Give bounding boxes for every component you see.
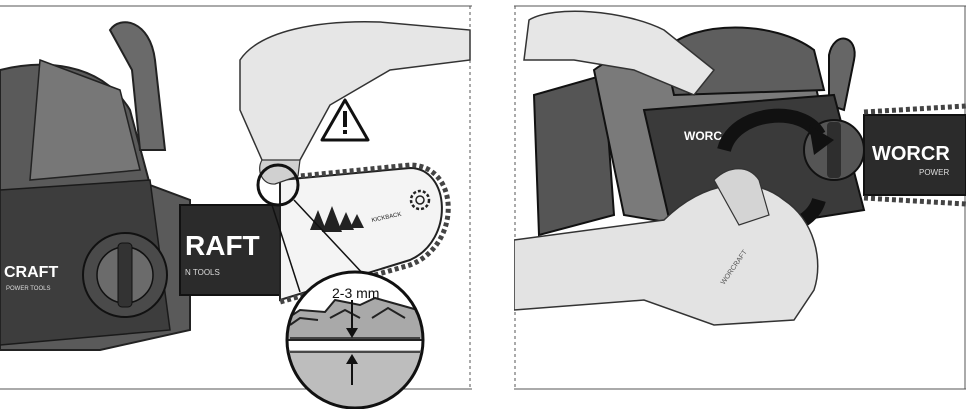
left-illustration: RAFT N TOOLS CRAFT POWER TOOLS KICKBACK (0, 0, 472, 409)
left-panel-chain-tension: RAFT N TOOLS CRAFT POWER TOOLS KICKBACK (0, 0, 472, 409)
right-panel-knob-turn: WORC WORCR POWER WORCRAFT (514, 0, 966, 409)
body-brand-text: CRAFT (4, 264, 58, 281)
gap-measure-label: 2-3 mm (332, 285, 379, 301)
right-illustration: WORC WORCR POWER WORCRAFT (514, 0, 966, 409)
bar-sub-text: N TOOLS (185, 268, 220, 277)
glove-hand (240, 22, 470, 175)
bar-brand-text: RAFT (185, 230, 260, 261)
motor-brand-text: WORC (684, 129, 722, 143)
bar-brand-text: WORCR (872, 143, 950, 165)
body-sub-text: POWER TOOLS (6, 286, 50, 292)
bar-sub-text: POWER (919, 168, 949, 177)
